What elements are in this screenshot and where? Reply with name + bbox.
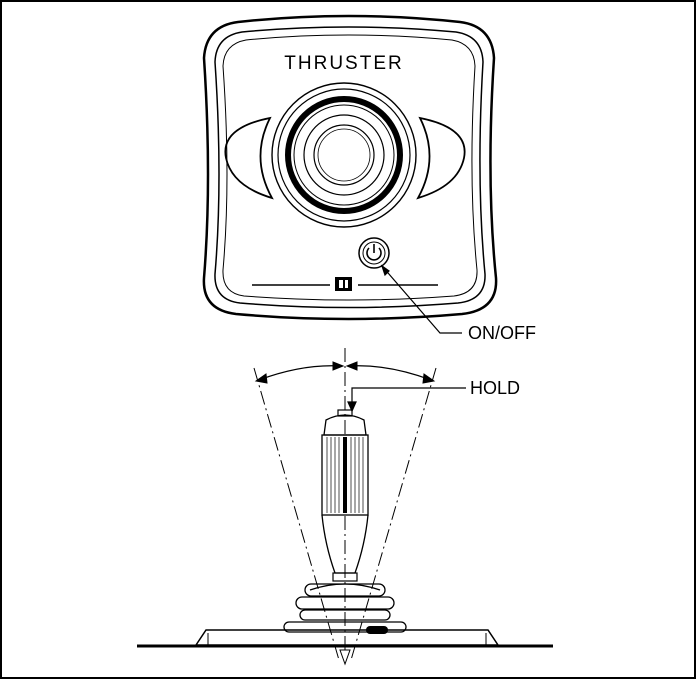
- control-panel: [202, 14, 498, 321]
- knob-top: [313, 124, 375, 186]
- grip-head: [323, 414, 367, 436]
- bezel-ring-outer: [271, 82, 417, 228]
- tilt-arrow-left-outer: [254, 373, 268, 384]
- tilt-arrow-right-outer: [422, 373, 436, 384]
- panel-inner-edge: [214, 26, 486, 309]
- tilt-arrow-right-inner: [345, 361, 358, 371]
- brand-logo: [335, 277, 352, 291]
- brand-title: THRUSTER: [284, 53, 403, 74]
- grip-body: [321, 434, 369, 516]
- tilt-limit-right: [350, 367, 437, 661]
- tilt-arrow-left-inner: [332, 361, 345, 371]
- hold-label: HOLD: [470, 378, 520, 398]
- stick-neck: [332, 572, 358, 582]
- joystick-side-view: [137, 348, 553, 666]
- on-off-label: ON/OFF: [468, 323, 536, 343]
- bezel-ring-inner: [293, 104, 395, 206]
- hold-leader: [347, 387, 466, 413]
- knob-ring: [303, 114, 385, 196]
- panel-outer-edge: [202, 14, 498, 321]
- bezel-ring-thick: [285, 96, 403, 214]
- bezel-ring-second: [277, 88, 411, 222]
- brand-logo-slot-2: [345, 280, 348, 288]
- hold-button[interactable]: [337, 409, 353, 417]
- power-button-inner[interactable]: [362, 241, 386, 265]
- grip-ribs: [326, 437, 364, 513]
- boot-layer-1: [304, 583, 386, 597]
- right-arrow-crescent: [416, 116, 466, 200]
- brand-logo-slot-1: [339, 280, 343, 288]
- on-off-leader: [380, 264, 462, 334]
- tilt-limit-left: [253, 367, 340, 661]
- boot-layer-3: [299, 609, 391, 621]
- tilt-arc-right: [349, 365, 432, 381]
- tilt-arc-left: [258, 365, 341, 381]
- axis-arrow-down: [339, 649, 351, 666]
- power-icon: [366, 244, 382, 261]
- knob-top-inner: [317, 128, 371, 182]
- grip-center-strip: [343, 437, 347, 513]
- boot-layer-2: [295, 596, 395, 610]
- boot-layer-4: [283, 621, 407, 633]
- panel-face-edge: [222, 34, 478, 301]
- power-button[interactable]: [358, 237, 390, 269]
- left-arrow-crescent: [224, 116, 274, 200]
